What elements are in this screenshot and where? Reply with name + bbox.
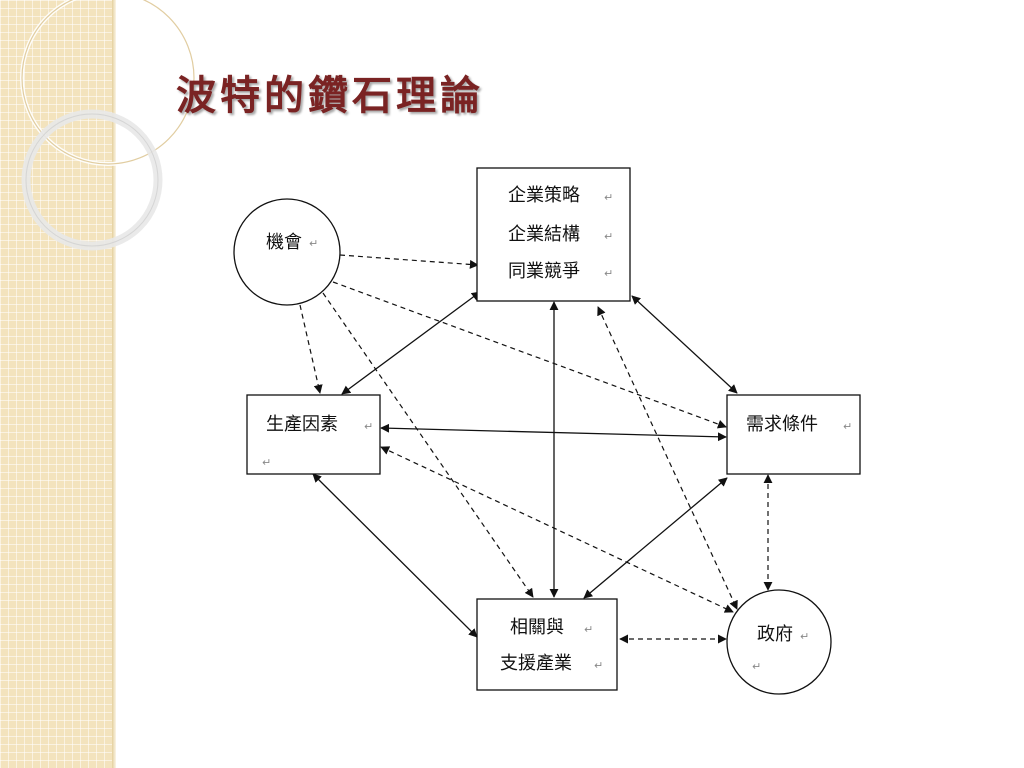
- node-strategy: 企業策略 企業結構 同業競爭 ↵ ↵ ↵: [476, 167, 631, 302]
- paragraph-mark: ↵: [752, 660, 761, 673]
- edge-chance-demand: [332, 281, 727, 429]
- edge-factors-demand: [380, 423, 727, 442]
- paragraph-mark: ↵: [309, 237, 318, 250]
- node-demand-line-1: 需求條件: [746, 414, 818, 435]
- node-chance-text: 機會: [266, 232, 302, 253]
- edge-chance-factors: [299, 304, 323, 394]
- paragraph-mark: ↵: [594, 659, 603, 672]
- node-demand: 需求條件 ↵: [726, 394, 861, 475]
- paragraph-mark: ↵: [604, 191, 613, 204]
- paragraph-mark: ↵: [604, 230, 613, 243]
- edge-factors-related: [312, 473, 478, 638]
- node-related-line-2: 支援產業: [500, 653, 572, 674]
- paragraph-mark: ↵: [262, 456, 271, 469]
- edge-strategy-government: [597, 306, 738, 610]
- node-government-line-1: 政府: [757, 624, 793, 645]
- slide-title: 波特的鑽石理論: [176, 72, 484, 119]
- edge-strategy-demand: [631, 295, 738, 394]
- edge-demand-related: [583, 477, 728, 599]
- paragraph-mark: ↵: [604, 267, 613, 280]
- node-related: 相關與 支援產業 ↵ ↵: [476, 598, 618, 691]
- node-strategy-line-1: 企業策略: [508, 185, 580, 206]
- paragraph-mark: ↵: [364, 420, 373, 433]
- edge-strategy-factors: [341, 291, 481, 395]
- paragraph-mark: ↵: [800, 630, 809, 643]
- node-government: 政府 ↵ ↵: [726, 589, 832, 695]
- edge-chance-strategy: [339, 254, 479, 269]
- node-chance-line-1: 機會: [266, 232, 302, 253]
- node-strategy-line-2: 企業結構: [508, 224, 580, 245]
- node-strategy-line-3: 同業競爭: [508, 261, 580, 282]
- diagram-edges: [299, 254, 773, 644]
- band-edge: [112, 0, 116, 768]
- node-factors-line-1: 生產因素: [266, 414, 338, 435]
- paragraph-mark: ↵: [843, 420, 852, 433]
- node-related-line-1: 相關與: [510, 617, 564, 638]
- paragraph-mark: ↵: [584, 623, 593, 636]
- node-chance: 機會 ↵: [233, 198, 341, 306]
- edge-factors-government: [380, 446, 734, 613]
- node-factors: 生產因素 ↵ ↵: [246, 394, 381, 475]
